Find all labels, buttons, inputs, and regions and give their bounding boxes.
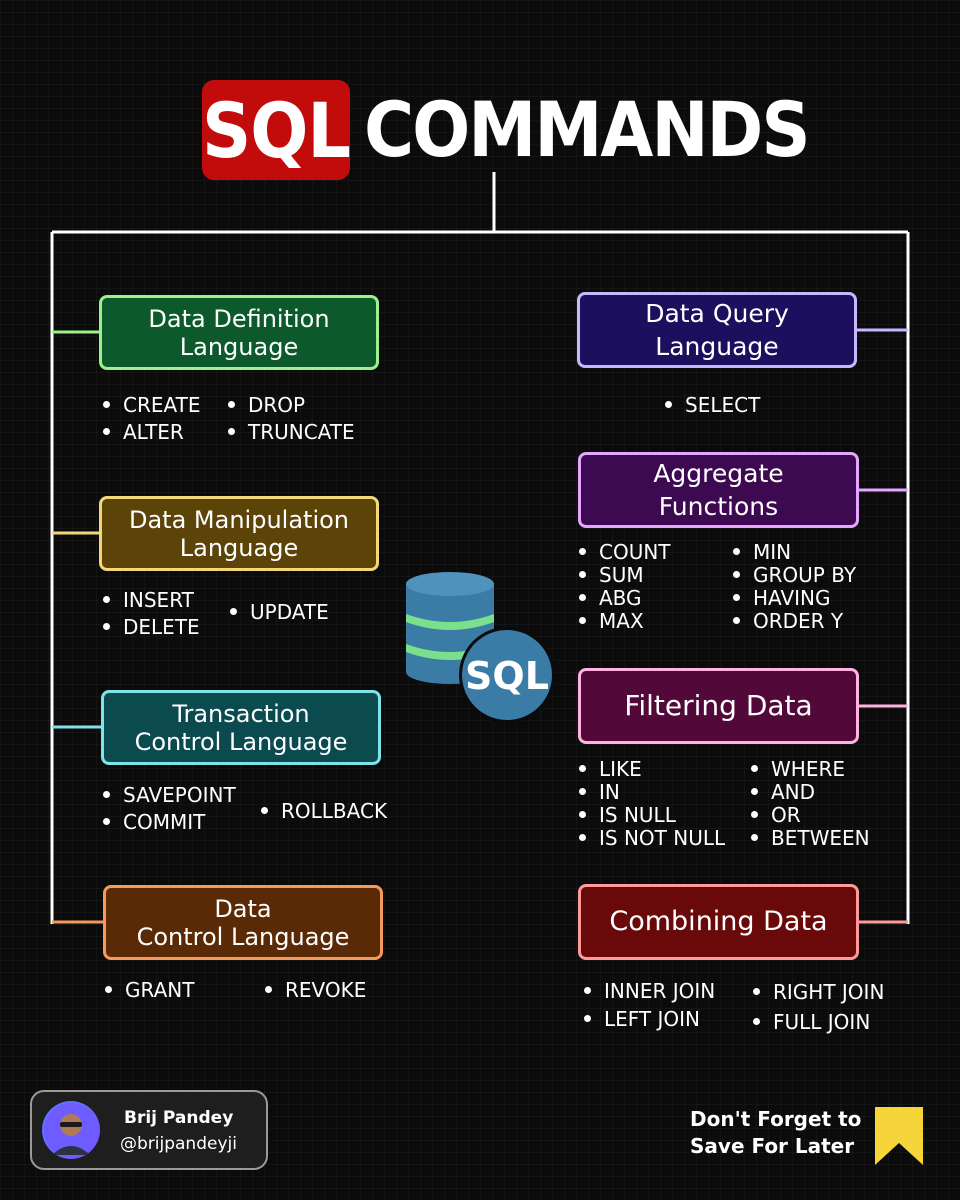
- list-item: IS NOT NULL: [579, 827, 725, 850]
- list-item: ABG: [579, 587, 671, 610]
- author-name: Brij Pandey: [124, 1108, 234, 1128]
- dcl-col2: REVOKE: [265, 977, 366, 1004]
- list-item: SUM: [579, 564, 671, 587]
- title-badge: SQL: [202, 80, 351, 180]
- box-tcl: Transaction Control Language: [101, 690, 381, 765]
- list-item: GROUP BY: [733, 564, 856, 587]
- box-dml-label: Data Manipulation Language: [128, 505, 350, 562]
- title-text: COMMANDS: [364, 85, 811, 174]
- box-filter-label: Filtering Data: [624, 689, 813, 722]
- list-item: LIKE: [579, 758, 725, 781]
- dql-col1: SELECT: [665, 394, 760, 417]
- dcl-col1: GRANT: [105, 977, 194, 1004]
- db-icon-label: SQL: [465, 654, 549, 698]
- list-item: INNER JOIN: [584, 977, 715, 1005]
- list-item: DROP: [228, 392, 355, 419]
- database-icon: SQL: [406, 572, 555, 723]
- list-item: MAX: [579, 610, 671, 633]
- dml-col2: UPDATE: [230, 599, 329, 626]
- list-item: UPDATE: [230, 599, 329, 626]
- list-item: HAVING: [733, 587, 856, 610]
- list-item: WHERE: [751, 758, 870, 781]
- list-item: ORDER Y: [733, 610, 856, 633]
- box-ddl-label: Data Definition Language: [148, 304, 330, 361]
- list-item: OR: [751, 804, 870, 827]
- list-item: RIGHT JOIN: [753, 977, 884, 1007]
- list-item: ROLLBACK: [261, 798, 387, 825]
- list-item: SELECT: [665, 394, 760, 417]
- list-item: COMMIT: [103, 809, 236, 836]
- list-item: GRANT: [105, 977, 194, 1004]
- author-handle: @brijpandeyji: [120, 1134, 237, 1154]
- list-item: REVOKE: [265, 977, 366, 1004]
- list-item: SAVEPOINT: [103, 782, 236, 809]
- avatar: [42, 1101, 100, 1159]
- box-dml: Data Manipulation Language: [99, 496, 379, 571]
- list-item: INSERT: [103, 587, 200, 614]
- box-agg: Aggregate Functions: [578, 452, 859, 528]
- list-item: IN: [579, 781, 725, 804]
- box-dcl: Data Control Language: [103, 885, 383, 960]
- box-dcl-label: Data Control Language: [136, 894, 350, 951]
- list-item: CREATE: [103, 392, 200, 419]
- list-item: AND: [751, 781, 870, 804]
- list-item: ALTER: [103, 419, 200, 446]
- list-item: COUNT: [579, 541, 671, 564]
- tcl-col2: ROLLBACK: [261, 798, 387, 825]
- list-item: LEFT JOIN: [584, 1005, 715, 1033]
- list-item: DELETE: [103, 614, 200, 641]
- box-dql-label: Data Query Language: [645, 299, 789, 361]
- box-tcl-label: Transaction Control Language: [134, 699, 348, 756]
- box-ddl: Data Definition Language: [99, 295, 379, 370]
- author-card: Brij Pandey @brijpandeyji: [30, 1090, 268, 1170]
- box-filter: Filtering Data: [578, 668, 859, 744]
- list-item: IS NULL: [579, 804, 725, 827]
- box-combine-label: Combining Data: [609, 906, 828, 937]
- list-item: MIN: [733, 541, 856, 564]
- list-item: TRUNCATE: [228, 419, 355, 446]
- list-item: FULL JOIN: [753, 1007, 884, 1037]
- list-item: BETWEEN: [751, 827, 870, 850]
- box-agg-label: Aggregate Functions: [653, 459, 784, 521]
- save-reminder: Don't Forget to Save For Later: [690, 1107, 862, 1158]
- box-dql: Data Query Language: [577, 292, 857, 368]
- box-combine: Combining Data: [578, 884, 859, 960]
- bookmark-icon[interactable]: [873, 1105, 925, 1167]
